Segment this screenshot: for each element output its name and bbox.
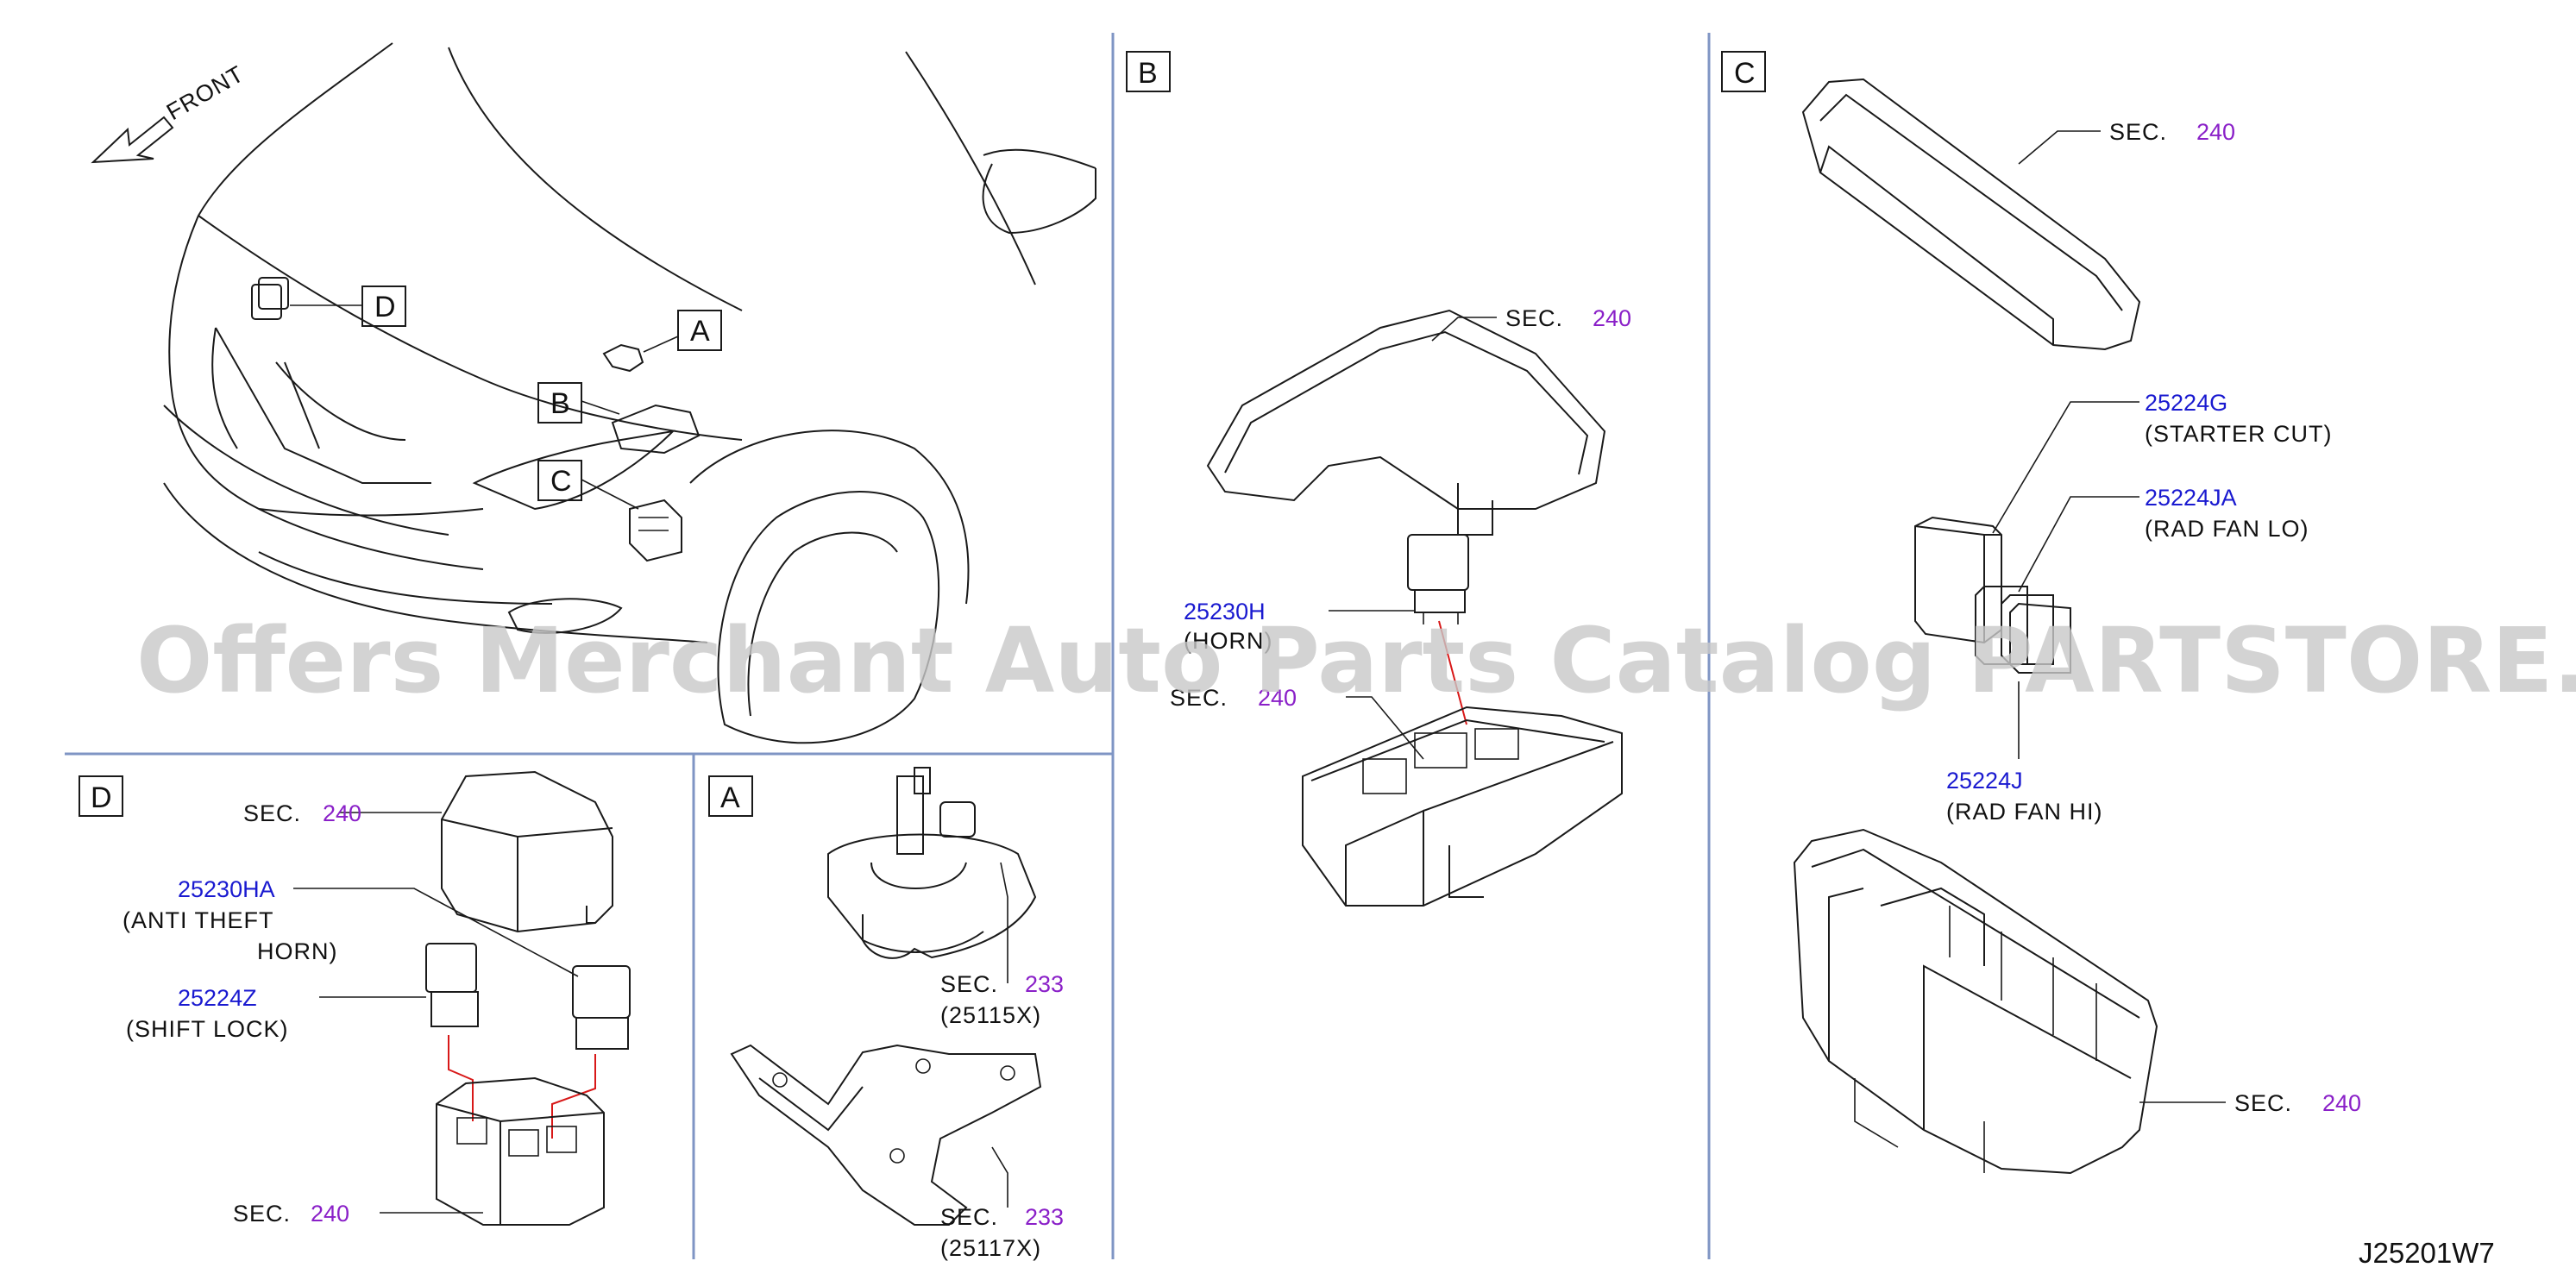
panel-b-sec-base-num: 240 xyxy=(1258,685,1297,711)
panel-d-horn-part: 25230HA xyxy=(178,876,275,902)
panel-a-sec-solenoid-ref: (25115X) xyxy=(940,1002,1041,1028)
panel-d-sec-base-label: SEC. xyxy=(233,1201,291,1227)
panel-a-label: A xyxy=(720,781,740,814)
panel-c: C SEC. 240 25224G (STARTER CUT) 25224JA … xyxy=(1721,51,2361,1175)
panel-d-sec-top-label: SEC. xyxy=(243,800,301,826)
panel-c-sec-base-label: SEC. xyxy=(2234,1090,2292,1116)
callout-box-d[interactable] xyxy=(361,285,406,327)
panel-b-box xyxy=(1126,51,1171,92)
panel-d-shift-desc: (SHIFT LOCK) xyxy=(126,1016,289,1042)
callout-box-a[interactable] xyxy=(677,310,722,351)
panel-d: D SEC. 240 25230HA (ANTI THEFT HORN) 252… xyxy=(79,770,631,1227)
panel-b-sec-top-num: 240 xyxy=(1593,305,1631,331)
panel-d-label: D xyxy=(91,781,112,814)
panel-d-sec-top-num: 240 xyxy=(323,800,361,826)
overview-callouts: D A B C xyxy=(290,285,722,510)
panel-a-sec-solenoid-label: SEC. xyxy=(940,971,998,997)
panel-b-sec-top-label: SEC. xyxy=(1505,305,1563,331)
panel-c-relay-j-part: 25224J xyxy=(1946,768,2023,794)
panel-d-horn-desc2: HORN) xyxy=(257,938,338,964)
panel-c-relay-g-desc: (STARTER CUT) xyxy=(2145,421,2333,447)
panel-b: B SEC. 240 25230H (HORN) SEC. 240 xyxy=(1126,51,1631,907)
panel-c-sec-top-label: SEC. xyxy=(2109,119,2167,145)
callout-box-b[interactable] xyxy=(537,382,582,424)
panel-c-sec-top-num: 240 xyxy=(2196,119,2235,145)
callout-box-c[interactable] xyxy=(537,460,582,501)
diagram-code: J25201W7 xyxy=(2359,1237,2495,1269)
panel-d-box xyxy=(79,775,123,817)
panel-a: A SEC. 233 (25115X) SEC. 233 (25117X) xyxy=(708,767,1064,1261)
front-arrow-icon xyxy=(91,116,174,164)
panel-a-box xyxy=(708,775,753,817)
panel-a-sec-bracket-ref: (25117X) xyxy=(940,1235,1041,1261)
watermark-text: Offers Merchant Auto Parts Catalog PARTS… xyxy=(136,608,2576,713)
panel-b-label: B xyxy=(1138,57,1158,90)
panel-c-label: C xyxy=(1734,57,1756,90)
panel-a-sec-solenoid-num: 233 xyxy=(1025,971,1064,997)
panel-c-relay-g-part: 25224G xyxy=(2145,390,2227,416)
panel-c-relay-j-desc: (RAD FAN HI) xyxy=(1946,799,2103,825)
callout-a-label: A xyxy=(690,315,710,348)
callout-b-label: B xyxy=(550,387,570,420)
panel-d-shift-part: 25224Z xyxy=(178,985,257,1011)
panel-d-horn-desc1: (ANTI THEFT xyxy=(123,907,274,933)
panel-b-horn-part: 25230H xyxy=(1184,599,1266,624)
panel-c-sec-base-num: 240 xyxy=(2322,1090,2361,1116)
callout-d-label: D xyxy=(374,291,396,323)
panel-b-horn-desc: (HORN) xyxy=(1184,628,1272,654)
panel-b-sec-base-label: SEC. xyxy=(1170,685,1228,711)
front-label: FRONT xyxy=(162,60,248,125)
callout-c-label: C xyxy=(550,465,572,498)
panel-a-sec-bracket-num: 233 xyxy=(1025,1204,1064,1230)
panel-dividers xyxy=(65,33,1711,1259)
panel-c-box xyxy=(1721,51,1766,92)
panel-a-sec-bracket-label: SEC. xyxy=(940,1204,998,1230)
panel-c-relay-ja-part: 25224JA xyxy=(2145,485,2237,511)
panel-c-relay-ja-desc: (RAD FAN LO) xyxy=(2145,516,2309,542)
panel-d-sec-base-num: 240 xyxy=(311,1201,349,1227)
